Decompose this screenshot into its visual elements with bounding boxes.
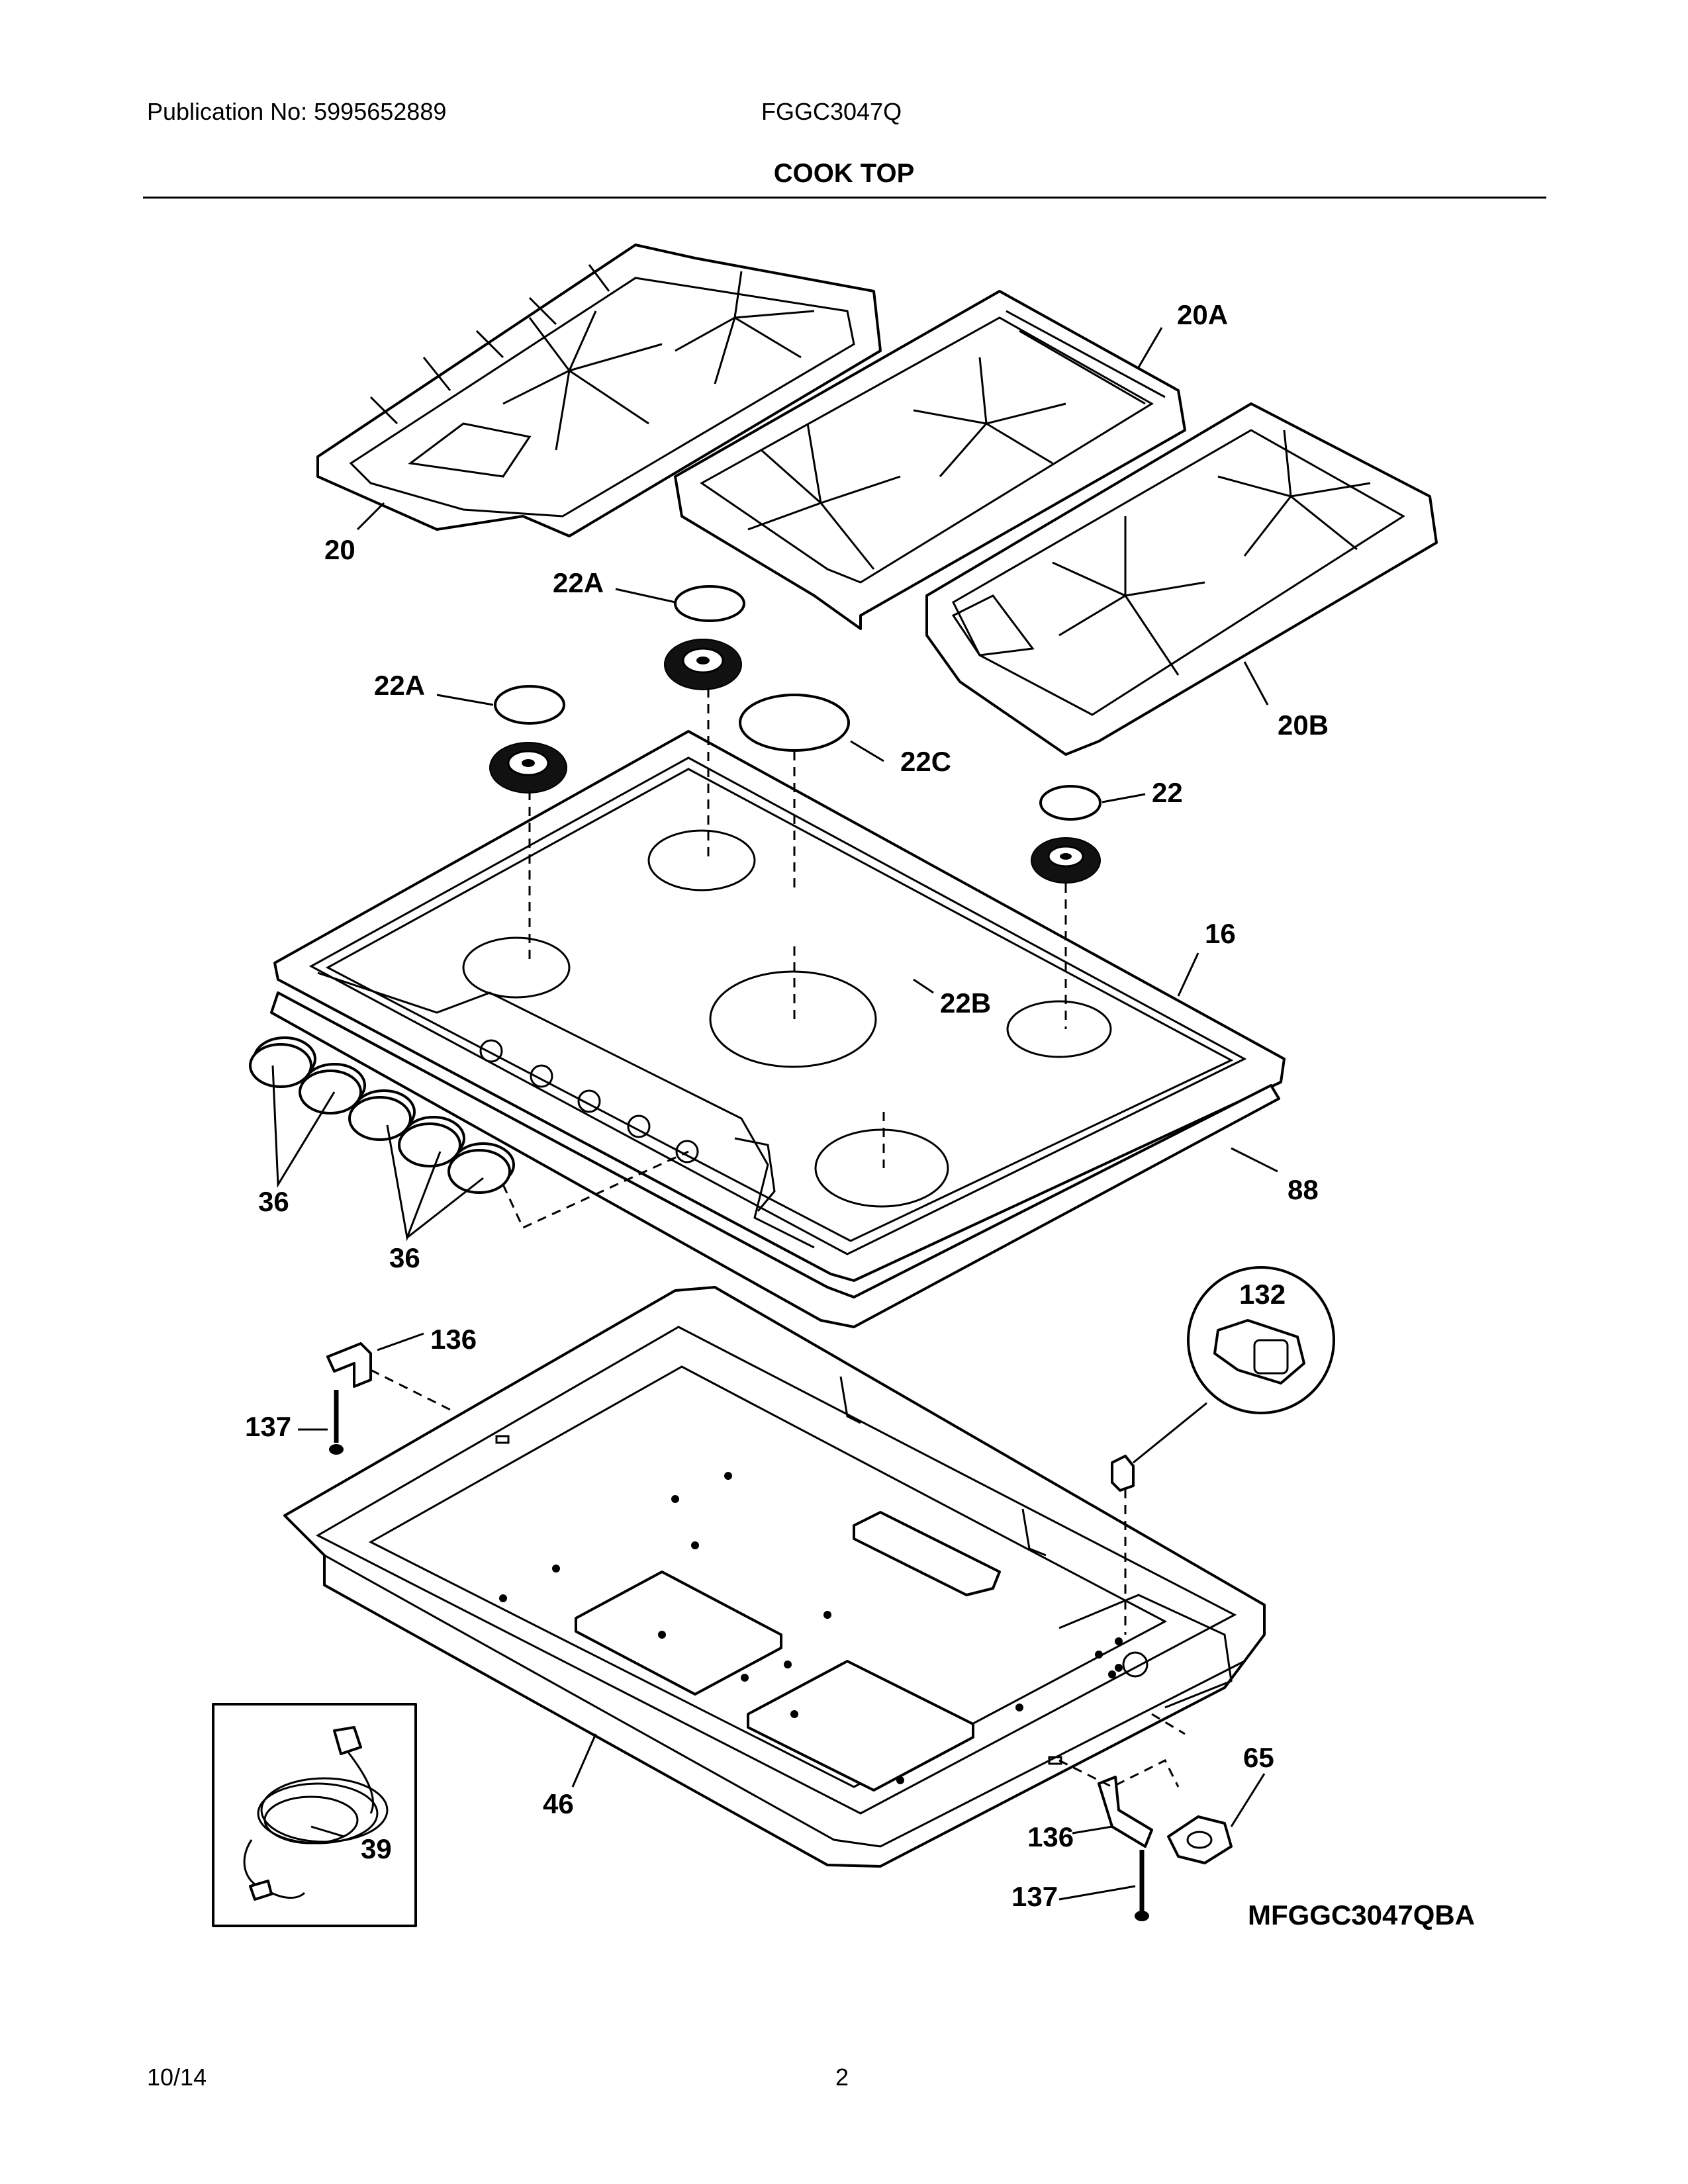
burner-head-right: [1031, 837, 1101, 884]
grate-right: [925, 402, 1438, 756]
grate-left: [316, 244, 882, 537]
callout-22b: 22B: [940, 987, 991, 1019]
footer-date: 10/14: [147, 2064, 207, 2091]
callout-36-b: 36: [389, 1242, 420, 1273]
knobs-36: [249, 1036, 515, 1194]
callout-39: 39: [361, 1833, 392, 1864]
leader-lines: [271, 327, 1278, 1901]
screw-137-bot: [1135, 1850, 1149, 1921]
callout-22c: 22C: [900, 746, 951, 777]
callout-20b: 20B: [1278, 709, 1329, 741]
screw-137-top: [329, 1390, 344, 1455]
callout-46: 46: [543, 1788, 574, 1819]
callout-136-bot: 136: [1027, 1821, 1074, 1852]
publication-number: Publication No: 5995652889: [147, 98, 447, 125]
gasket-88: [270, 991, 1280, 1328]
power-cord-39: [243, 1726, 389, 1901]
burner-head-left: [489, 742, 567, 794]
callout-136-top: 136: [430, 1324, 477, 1355]
callout-16: 16: [1205, 918, 1236, 949]
grate-center: [674, 290, 1186, 630]
callout-137-top: 137: [245, 1411, 291, 1442]
cooktop-16: [273, 730, 1286, 1282]
gasket-65: [1167, 1815, 1233, 1864]
callout-65: 65: [1243, 1742, 1274, 1773]
callout-22a-top: 22A: [553, 567, 604, 598]
burner-cap-22a-left: [494, 685, 565, 725]
callout-137-bot: 137: [1011, 1881, 1058, 1912]
igniter-switch-132-detail: [1213, 1319, 1305, 1385]
burner-box-46: [283, 1286, 1266, 1868]
callout-88: 88: [1288, 1174, 1319, 1205]
callout-20a: 20A: [1177, 299, 1228, 330]
model-number: FGGC3047Q: [761, 98, 902, 125]
bracket-136-bot: [1098, 1776, 1153, 1848]
alignment-lines: [370, 688, 1186, 1788]
callout-36-a: 36: [258, 1186, 289, 1217]
burner-cap-22: [1039, 785, 1102, 821]
header-rule: [143, 197, 1546, 199]
page-number: 2: [835, 2064, 849, 2091]
diagram-code: MFGGC3047QBA: [1248, 1899, 1475, 1931]
callout-labels: 20 20A 20B 22A 22A 22C 22 16 22B 88 36 3…: [245, 299, 1475, 1931]
callout-22: 22: [1152, 777, 1183, 808]
bracket-136-top: [326, 1342, 372, 1388]
burner-head-top: [664, 639, 742, 690]
callout-132: 132: [1239, 1279, 1286, 1310]
inset-39-box: [212, 1703, 417, 1927]
burner-cap-22c: [739, 694, 850, 752]
callout-20: 20: [324, 534, 355, 565]
section-title: COOK TOP: [773, 159, 915, 188]
burner-cap-22a-top: [674, 585, 745, 622]
igniter-switch-132: [1111, 1455, 1135, 1492]
callout-22a-left: 22A: [374, 670, 425, 701]
